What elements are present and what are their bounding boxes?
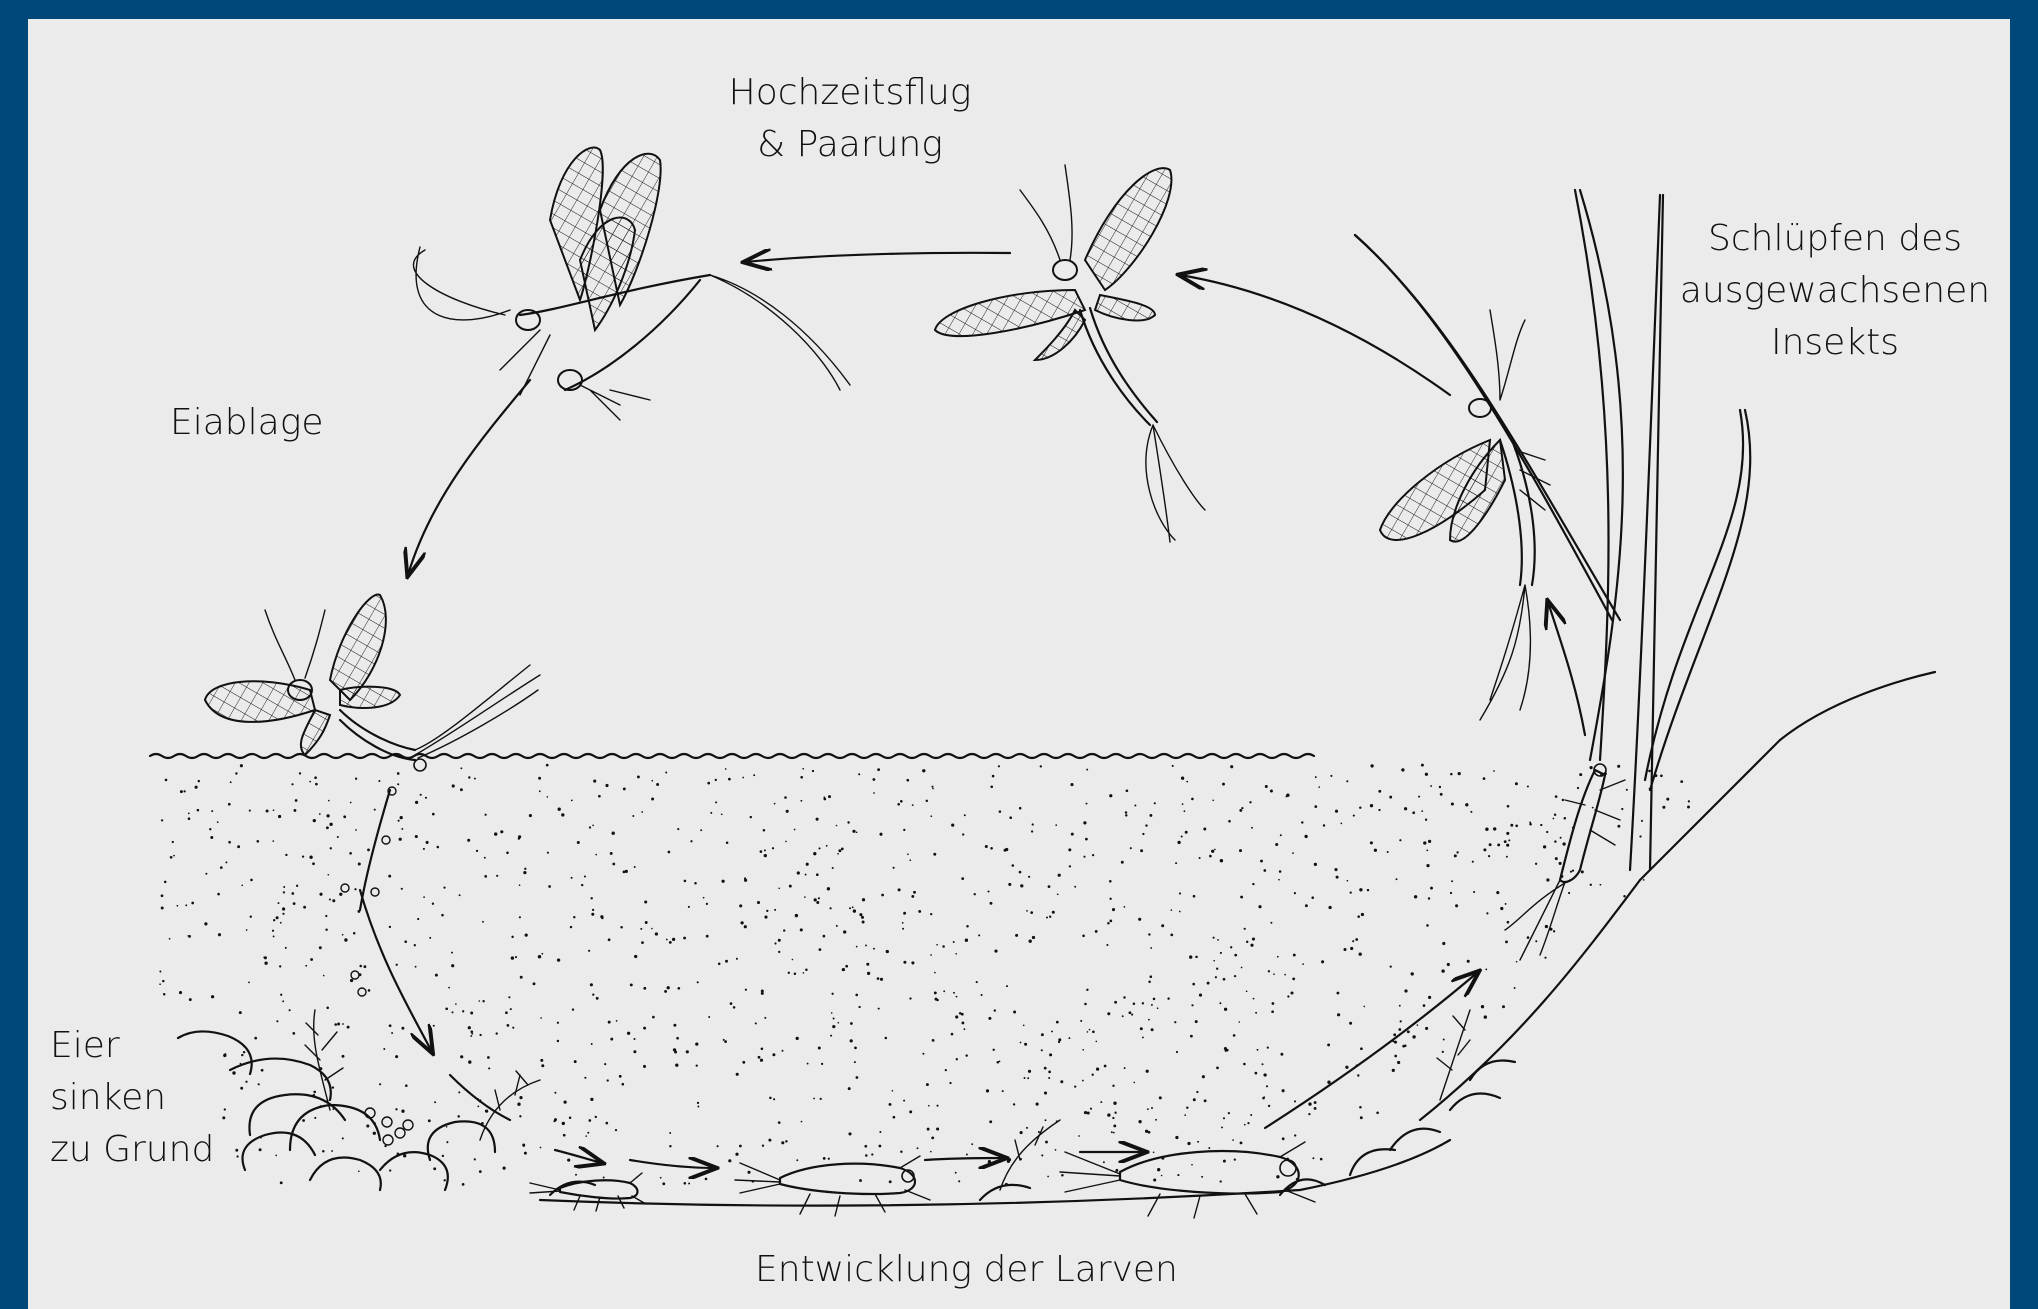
- river-bottom: [540, 1140, 1450, 1206]
- label-egg-laying: Eiablage: [170, 397, 323, 449]
- water-surface: [150, 754, 1314, 758]
- river-bank: [1640, 672, 1935, 880]
- flying-adult-mayfly: [935, 165, 1205, 542]
- stones: [178, 1031, 1515, 1200]
- label-nuptial-flight-mating: Hochzeitsflug & Paarung: [690, 67, 1010, 171]
- label-larval-development: Entwicklung der Larven: [755, 1244, 1178, 1296]
- larva-medium: [735, 1156, 930, 1216]
- label-emergence: Schlüpfen des ausgewachsenen Insekts: [1670, 213, 2000, 369]
- nymph-climbing: [1505, 764, 1625, 960]
- larva-large: [1060, 1142, 1315, 1218]
- mating-pair-mayflies: [413, 148, 850, 420]
- cycle-arrows: [360, 253, 1585, 1168]
- sinking-eggs: [341, 787, 413, 1145]
- larva-small: [530, 1173, 646, 1211]
- label-eggs-sink: Eier sinken zu Grund: [50, 1020, 214, 1176]
- emerging-adult-mayfly: [1380, 310, 1550, 720]
- water-stipple: [159, 764, 1690, 1186]
- egg-laying-mayfly: [205, 595, 540, 771]
